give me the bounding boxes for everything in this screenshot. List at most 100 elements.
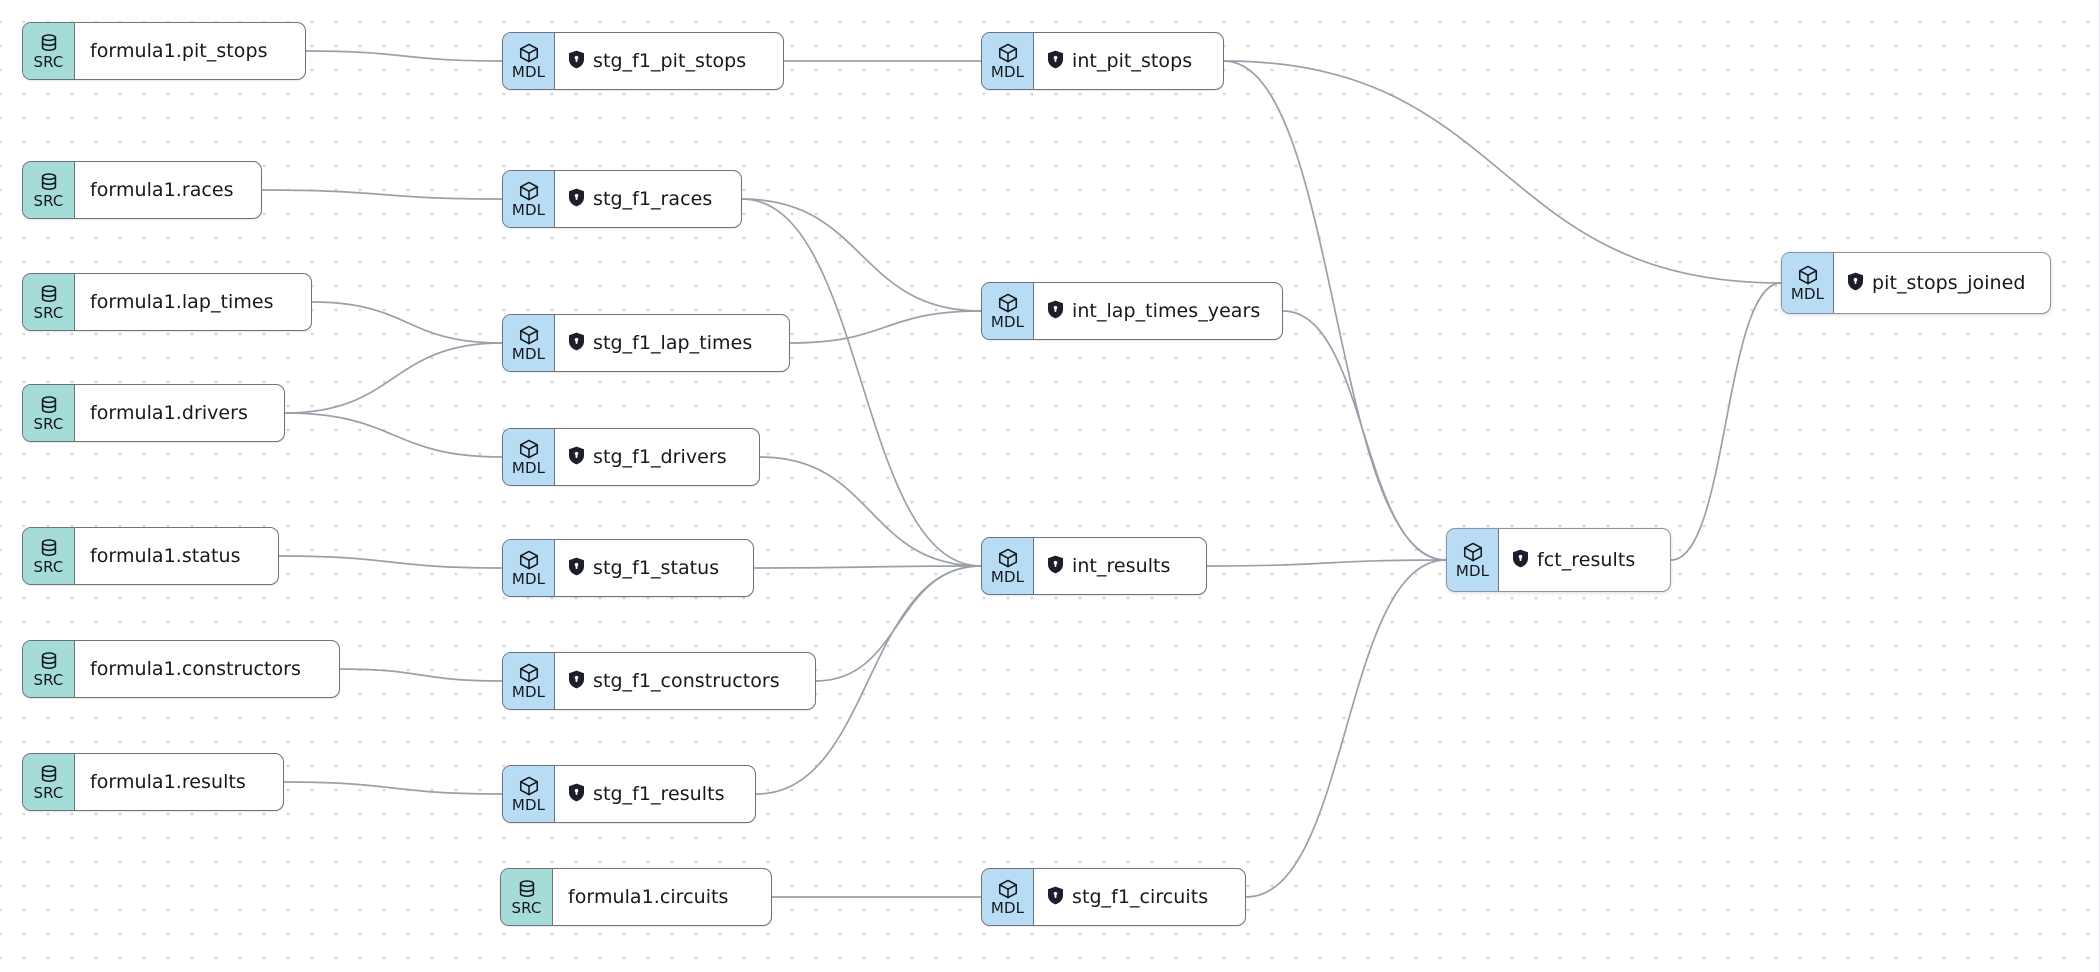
cube-icon [1462,541,1484,563]
node-badge-mdl: MDL [982,283,1034,339]
node-badge-label: MDL [511,570,546,588]
graph-edge-stg_races-to-int_results [741,198,982,567]
node-badge-label: MDL [511,63,546,81]
node-badge-label: MDL [511,796,546,814]
graph-edge-src_drivers-to-stg_drivers [284,412,503,458]
graph-node-stg_lap_times[interactable]: MDL stg_f1_lap_times [502,314,790,372]
shield-lock-icon [568,332,585,355]
node-badge-label: SRC [33,53,64,71]
node-badge-label: MDL [990,313,1025,331]
shield-lock-icon [1047,886,1064,909]
node-label: stg_f1_circuits [1072,886,1209,908]
node-badge-label: MDL [511,683,546,701]
node-badge-label: SRC [511,899,542,917]
cube-icon [518,549,540,571]
database-cylinder-icon [38,171,60,193]
graph-edge-int_results-to-fct_results [1206,559,1447,567]
graph-node-int_results[interactable]: MDL int_results [981,537,1207,595]
cube-icon [518,662,540,684]
node-body: stg_f1_circuits [1034,869,1245,925]
node-badge-label: MDL [511,345,546,363]
node-body: pit_stops_joined [1834,253,2050,313]
node-badge-mdl: MDL [503,653,555,709]
node-badge-label: SRC [33,304,64,322]
graph-edge-fct_results-to-pit_stops_joined [1670,282,1782,561]
node-badge-mdl: MDL [503,315,555,371]
node-body: formula1.lap_times [75,274,311,330]
shield-lock-icon [1047,50,1064,73]
shield-lock-icon [568,446,585,469]
cube-icon [997,292,1019,314]
graph-edge-stg_circuits-to-fct_results [1245,559,1447,898]
database-cylinder-icon [38,650,60,672]
graph-edge-stg_races-to-int_lap_times_years [741,198,982,312]
node-label: int_pit_stops [1072,50,1193,72]
cube-icon [518,438,540,460]
cube-icon [518,324,540,346]
node-body: int_results [1034,538,1206,594]
shield-lock-icon [568,783,585,806]
node-badge-src: SRC [23,641,75,697]
graph-node-src_races[interactable]: SRC formula1.races [22,161,262,219]
node-label: pit_stops_joined [1872,272,2026,294]
graph-edge-src_status-to-stg_status [278,555,503,569]
graph-node-src_pit_stops[interactable]: SRC formula1.pit_stops [22,22,306,80]
node-body: stg_f1_results [555,766,755,822]
node-body: formula1.races [75,162,261,218]
graph-node-src_lap_times[interactable]: SRC formula1.lap_times [22,273,312,331]
node-badge-src: SRC [23,23,75,79]
node-badge-label: MDL [990,568,1025,586]
shield-lock-icon [568,188,585,211]
node-badge-label: SRC [33,192,64,210]
node-badge-mdl: MDL [982,869,1034,925]
graph-node-stg_circuits[interactable]: MDL stg_f1_circuits [981,868,1246,926]
node-badge-mdl: MDL [1447,529,1499,591]
graph-node-src_drivers[interactable]: SRC formula1.drivers [22,384,285,442]
node-badge-src: SRC [23,528,75,584]
cube-icon [997,878,1019,900]
graph-edge-stg_constructors-to-int_results [815,565,982,682]
node-badge-label: SRC [33,415,64,433]
node-label: stg_f1_status [593,557,720,579]
graph-edge-int_lap_times_years-to-fct_results [1282,310,1447,561]
shield-lock-icon [1847,272,1864,295]
node-body: stg_f1_status [555,540,753,596]
node-badge-src: SRC [23,385,75,441]
cube-icon [997,42,1019,64]
node-label: int_lap_times_years [1072,300,1261,322]
graph-node-stg_drivers[interactable]: MDL stg_f1_drivers [502,428,760,486]
cube-icon [997,547,1019,569]
node-badge-src: SRC [23,754,75,810]
node-body: int_pit_stops [1034,33,1223,89]
node-label: formula1.races [90,179,234,201]
node-label: formula1.drivers [90,402,248,424]
graph-edge-src_lap_times-to-stg_lap_times [311,301,503,344]
graph-node-stg_status[interactable]: MDL stg_f1_status [502,539,754,597]
node-badge-mdl: MDL [503,429,555,485]
graph-node-int_lap_times_years[interactable]: MDL int_lap_times_years [981,282,1283,340]
graph-node-stg_results[interactable]: MDL stg_f1_results [502,765,756,823]
node-body: int_lap_times_years [1034,283,1282,339]
node-badge-src: SRC [23,162,75,218]
shield-lock-icon [568,50,585,73]
node-label: formula1.lap_times [90,291,274,313]
node-body: stg_f1_lap_times [555,315,789,371]
node-label: stg_f1_drivers [593,446,727,468]
node-label: formula1.pit_stops [90,40,268,62]
shield-lock-icon [1047,555,1064,578]
graph-edge-int_pit_stops-to-pit_stops_joined [1223,60,1782,284]
node-badge-label: MDL [511,201,546,219]
node-body: formula1.pit_stops [75,23,305,79]
shield-lock-icon [1047,300,1064,323]
